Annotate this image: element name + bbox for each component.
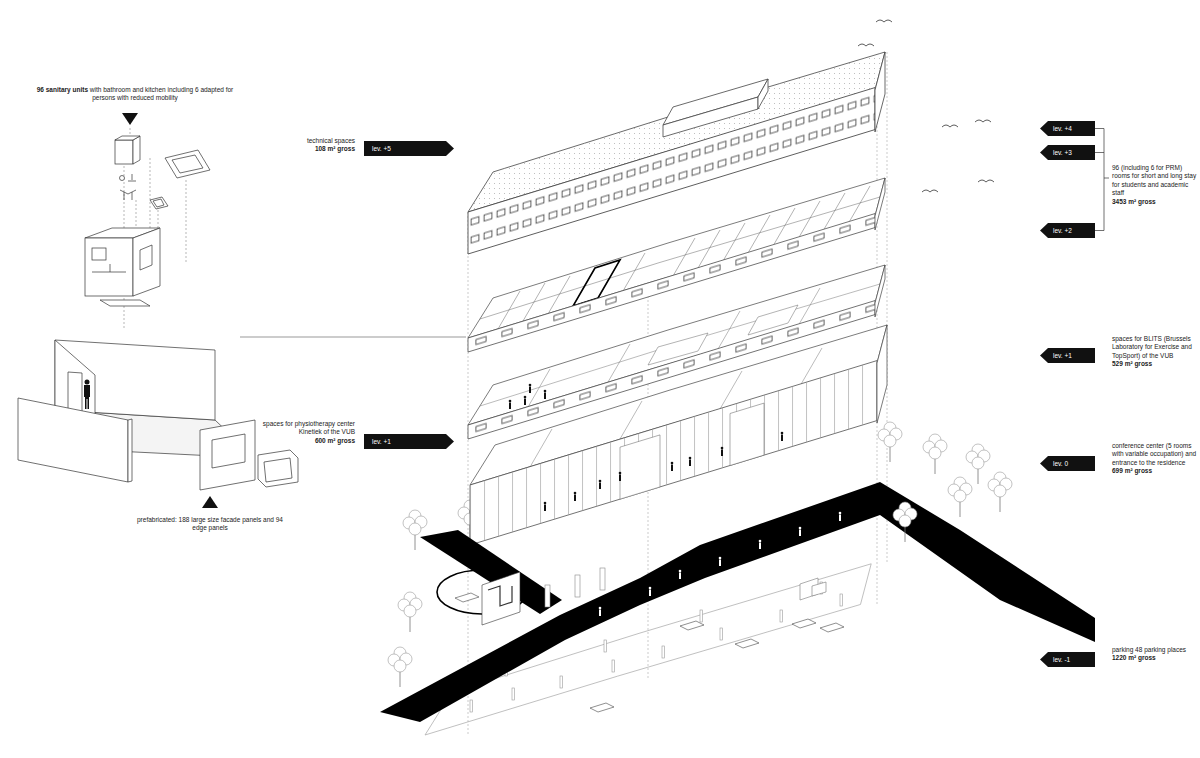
- annotation-group: 96 sanitary unitswith bathroom and kitch…: [30, 86, 240, 103]
- tag-fill: [364, 434, 454, 449]
- level-tag: lev. -1: [1040, 652, 1095, 667]
- level-name: lev. +4: [1040, 121, 1095, 136]
- annotation-text: 96 (including 6 for PRM) rooms for short…: [1112, 164, 1198, 198]
- level-name: lev. -1: [1040, 652, 1095, 667]
- annotation-text: with bathroom and kitchen including 6 ad…: [90, 86, 233, 101]
- level-name: lev. +3: [1040, 145, 1095, 160]
- annotation-text: conference center (5 rooms with variable…: [1112, 442, 1198, 467]
- annotation-group: 96 (including 6 for PRM) rooms for short…: [1112, 164, 1198, 206]
- area-figure: 1220 m² gross: [1112, 654, 1198, 662]
- annotation-group: conference center (5 rooms with variable…: [1112, 442, 1198, 476]
- tag-fill: [1040, 456, 1095, 471]
- tag-fill: [364, 141, 454, 156]
- annotation-text: parking 48 parking places: [1112, 646, 1198, 654]
- level-tag: lev. +1: [364, 434, 454, 449]
- tag-fill: [1040, 652, 1095, 667]
- tag-fill: [1040, 223, 1095, 238]
- level-name: lev. +1: [364, 434, 454, 449]
- level-name: lev. +2: [1040, 223, 1095, 238]
- annotation-group: parking 48 parking places1220 m² gross: [1112, 646, 1198, 663]
- level-tag: lev. 0: [1040, 456, 1095, 471]
- level-tag: lev. +4: [1040, 121, 1095, 136]
- annotation-text: technical spaces: [225, 137, 355, 145]
- tag-fill: [1040, 121, 1095, 136]
- annotation-group: technical spaces108 m² gross: [225, 137, 355, 154]
- area-figure: 600 m² gross: [245, 437, 355, 445]
- annotation-text: spaces for BLITS (Brussels Laboratory fo…: [1112, 335, 1198, 360]
- level-tag: lev. +3: [1040, 145, 1095, 160]
- level-name: lev. +1: [1040, 348, 1095, 363]
- annotation-group: prefabricated: 188 large size facade pan…: [130, 516, 290, 533]
- annotation-group: spaces for physiotherapy center Kinetiek…: [245, 420, 355, 445]
- level-tag: lev. +5: [364, 141, 454, 156]
- tag-fill: [1040, 348, 1095, 363]
- level-name: lev. 0: [1040, 456, 1095, 471]
- level-tag: lev. +1: [1040, 348, 1095, 363]
- annotation-text: prefabricated: 188 large size facade pan…: [130, 516, 290, 533]
- tag-fill: [1040, 145, 1095, 160]
- annotation-group: spaces for BLITS (Brussels Laboratory fo…: [1112, 335, 1198, 369]
- area-figure: 699 m² gross: [1112, 467, 1198, 475]
- area-figure: 96 sanitary units: [37, 86, 88, 93]
- level-name: lev. +5: [364, 141, 454, 156]
- annotation-text: spaces for physiotherapy center Kinetiek…: [245, 420, 355, 437]
- area-figure: 3453 m² gross: [1112, 198, 1198, 206]
- area-figure: 529 m² gross: [1112, 360, 1198, 368]
- area-figure: 108 m² gross: [225, 145, 355, 153]
- level-tag: lev. +2: [1040, 223, 1095, 238]
